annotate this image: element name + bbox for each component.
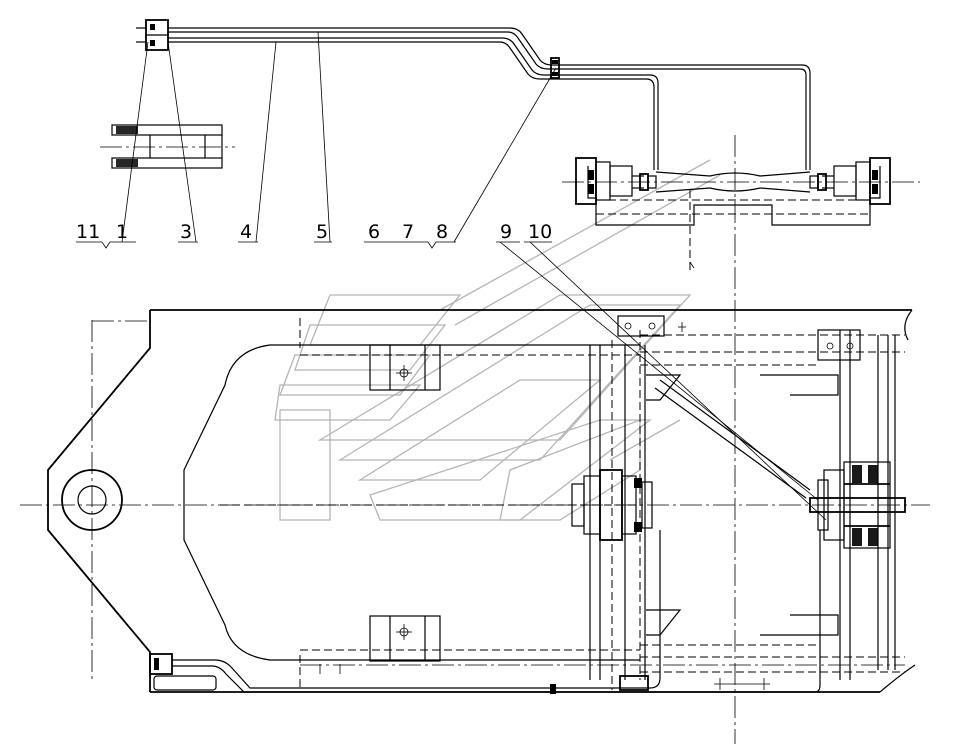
bottom-piping (149, 379, 821, 694)
callout-10: 10 (528, 221, 552, 243)
clamp-detail (100, 124, 235, 169)
top-cylinder-view (562, 135, 920, 744)
callout-7: 7 (402, 221, 414, 243)
callout-5: 5 (316, 221, 328, 243)
top-piping (136, 19, 811, 170)
watermark-logo (274, 159, 721, 521)
callout-4: 4 (240, 221, 252, 243)
callout-group: 11 1 3 4 5 6 7 8 9 10 (76, 31, 827, 521)
callout-1: 1 (116, 221, 128, 243)
main-frame (20, 309, 930, 693)
callout-8: 8 (436, 221, 448, 243)
callout-6: 6 (368, 221, 380, 243)
callout-3: 3 (180, 221, 192, 243)
callout-9: 9 (500, 221, 512, 243)
callout-11: 11 (76, 221, 100, 243)
